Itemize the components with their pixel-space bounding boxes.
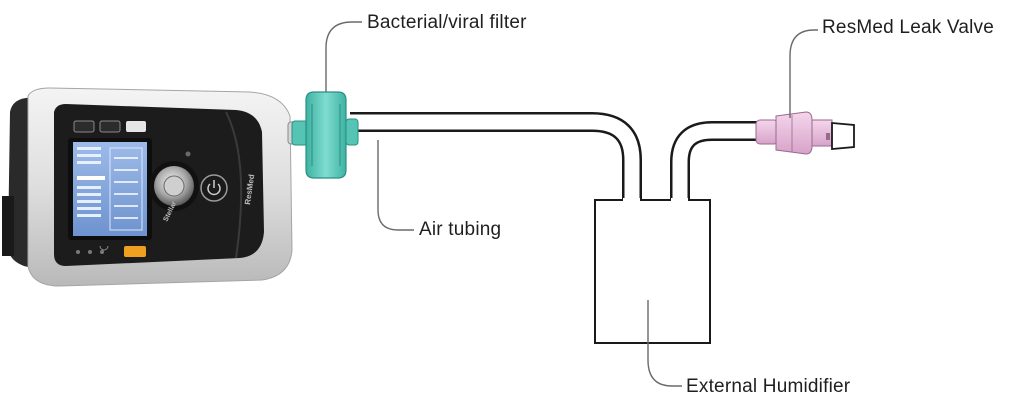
panel-curve-accent xyxy=(225,111,243,259)
knob-center xyxy=(163,175,185,197)
top-button-1 xyxy=(73,120,95,133)
top-button-2 xyxy=(99,120,121,133)
power-symbol-small xyxy=(99,245,109,251)
device-rear-port xyxy=(2,196,14,256)
callout-lines xyxy=(325,21,818,387)
indicator-dot xyxy=(185,151,191,157)
leader-valve xyxy=(789,29,818,118)
top-button-3 xyxy=(126,121,146,132)
external-humidifier xyxy=(594,198,711,344)
label-resmed-leak-valve: ResMed Leak Valve xyxy=(822,17,995,38)
label-bacterial-viral-filter: Bacterial/viral filter xyxy=(367,12,527,33)
screen-content xyxy=(77,147,143,231)
leader-filter xyxy=(325,21,362,92)
led-3 xyxy=(100,250,104,254)
tubing-to-valve xyxy=(672,123,762,200)
bacterial-viral-filter xyxy=(291,91,359,179)
label-external-humidifier: External Humidifier xyxy=(686,376,851,397)
ventilator-device: Stellar ResMed xyxy=(2,87,301,287)
led-1 xyxy=(76,250,80,254)
alarm-indicator xyxy=(124,246,146,257)
brand-mark: ResMed xyxy=(243,174,256,206)
air-tubing xyxy=(350,112,762,200)
power-icon xyxy=(207,183,221,196)
leader-tubing xyxy=(377,140,414,231)
tubing-main xyxy=(350,114,640,200)
leader-humidifier xyxy=(647,300,682,387)
led-2 xyxy=(88,250,92,254)
resmed-leak-valve xyxy=(755,111,855,155)
label-air-tubing: Air tubing xyxy=(419,219,502,240)
